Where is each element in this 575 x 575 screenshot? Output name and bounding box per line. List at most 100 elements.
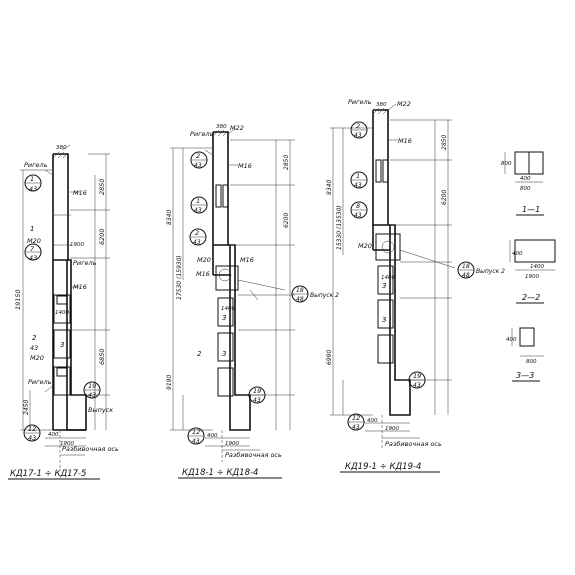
column-outline — [372, 109, 411, 416]
dim-text: 2850 — [441, 135, 448, 150]
dim-text: 380 — [56, 145, 67, 151]
label-vypusk: Выпуск 2 — [476, 268, 505, 275]
dim-text: 15330 (13530) — [336, 205, 343, 250]
label-m16: М16 — [240, 256, 254, 264]
sheet-no: 3 — [222, 314, 226, 322]
ref-no: 43 — [354, 212, 362, 219]
dim-text: 8340 — [326, 180, 333, 195]
section-label: 1—1 — [522, 205, 540, 214]
view-caption: КД17-1 ÷ КД17-5 — [10, 469, 86, 479]
view-caption: КД19-1 ÷ КД19-4 — [345, 462, 421, 472]
ref-no: 43 — [354, 132, 362, 139]
ref-no: 43 — [253, 397, 261, 404]
ref-no: 43 — [354, 182, 362, 189]
dim-text: 6200 — [98, 228, 106, 245]
label-m20: М20 — [197, 256, 211, 264]
dim-text: 800 — [501, 161, 512, 167]
sheet-no: 19 — [88, 382, 96, 390]
dim-text: 400 — [48, 432, 59, 438]
dim-text: 19150 — [14, 289, 22, 310]
dim-text: 380 — [216, 124, 227, 130]
dim-text: 800 — [526, 359, 537, 365]
section-3-3: 400 800 3—3 — [506, 327, 544, 382]
dim-text: 6990 — [326, 350, 333, 365]
opening-middle — [217, 332, 234, 362]
label-rigel: Ригель — [190, 130, 214, 138]
label-m20: М20 — [358, 242, 372, 250]
sheet-no: 1 — [30, 175, 34, 183]
label-m16: М16 — [398, 137, 412, 145]
sheet-no: 2 — [32, 334, 37, 342]
sheet-no: 1 — [196, 197, 200, 205]
column-outline — [212, 131, 251, 431]
sheet-no: 3 — [382, 282, 386, 290]
opening-upper — [53, 294, 71, 324]
dim-text: 9190 — [166, 375, 173, 390]
ref-no: 43 — [88, 391, 96, 399]
label-m16: М16 — [73, 283, 87, 291]
sheet-no: 3 — [222, 350, 226, 358]
dim-text: 6200 — [441, 190, 448, 205]
dim-text: 6850 — [98, 348, 106, 365]
label-m16: М16 — [73, 189, 87, 197]
dim-text: 400 — [367, 418, 378, 424]
dim-text: 8340 — [166, 210, 173, 225]
ref-no: 43 — [193, 239, 201, 246]
opening-upper — [217, 297, 234, 327]
label-m20: М20 — [30, 354, 44, 362]
dim-text: 1900 — [385, 426, 399, 432]
ref-no: 43 — [29, 254, 37, 262]
dim-text: 2450 — [23, 400, 30, 415]
sheet-no: 2 — [195, 229, 199, 237]
label-vypusk: Выпуск — [88, 406, 113, 414]
dim-text: 1400 — [530, 264, 544, 270]
sheet-no: 3 — [382, 316, 386, 324]
ref-no: 43 — [413, 382, 421, 389]
section-1-1: 800 400 800 1—1 — [501, 151, 544, 216]
axis-label: Разбивочная ось — [385, 440, 442, 448]
view-kd18: Ригель М22 М16 2 43 1 43 2 43 М20 М16 М1… — [166, 124, 339, 479]
ref-no: 43 — [194, 207, 202, 214]
section-label: 3—3 — [516, 371, 534, 380]
ref-no: 43 — [192, 438, 200, 445]
label-rigel: Ригель — [348, 98, 372, 106]
callout-ref: 48 — [462, 272, 470, 279]
opening-middle — [53, 329, 71, 359]
dim-text: 1400 — [55, 310, 69, 316]
ref-no: 43 — [194, 162, 202, 169]
label-m16: М16 — [238, 162, 252, 170]
sheet-no: 2 — [356, 122, 360, 130]
label-rigel: Ригель — [28, 378, 52, 386]
dim-text: 17530 (15930) — [176, 255, 183, 300]
opening-lower — [377, 334, 394, 364]
callout-ref: 18 — [296, 287, 304, 294]
dim-text: 1900 — [60, 441, 74, 447]
axis-label: Разбивочная ось — [62, 445, 119, 453]
opening-lower — [217, 367, 234, 397]
dim-text: 400 — [520, 176, 531, 182]
sheet-no: 1 — [30, 225, 34, 233]
label-m22: М22 — [230, 124, 244, 132]
section-label: 2—2 — [522, 293, 540, 302]
dim-text: 400 — [506, 337, 517, 343]
dim-text: 800 — [520, 186, 531, 192]
sheet-no: 19 — [413, 372, 421, 380]
dim-text: 6200 — [283, 213, 290, 228]
dim-text: 380 — [376, 102, 387, 108]
sheet-no: 8 — [356, 202, 360, 210]
callout-ref: 48 — [296, 296, 304, 303]
view-kd17: Ригель М16 1 43 1 М20 7 43 Ригель М16 2 … — [8, 144, 119, 480]
opening-lower — [53, 366, 71, 396]
dim-text: 1900 — [525, 274, 539, 280]
opening-upper — [377, 265, 394, 295]
sheet-no: 12 — [192, 428, 200, 436]
sheet-no: 12 — [352, 414, 360, 422]
sheet-no: 2 — [197, 350, 202, 358]
ref-no: 43 — [352, 424, 360, 431]
label-vypusk: Выпуск 2 — [310, 292, 339, 299]
label-rigel: Ригель — [24, 161, 48, 169]
view-kd19: Ригель М22 М16 2 43 1 43 8 43 М20 3 3 19… — [326, 98, 505, 473]
label-m16: М16 — [196, 270, 210, 278]
console-box — [215, 265, 239, 291]
